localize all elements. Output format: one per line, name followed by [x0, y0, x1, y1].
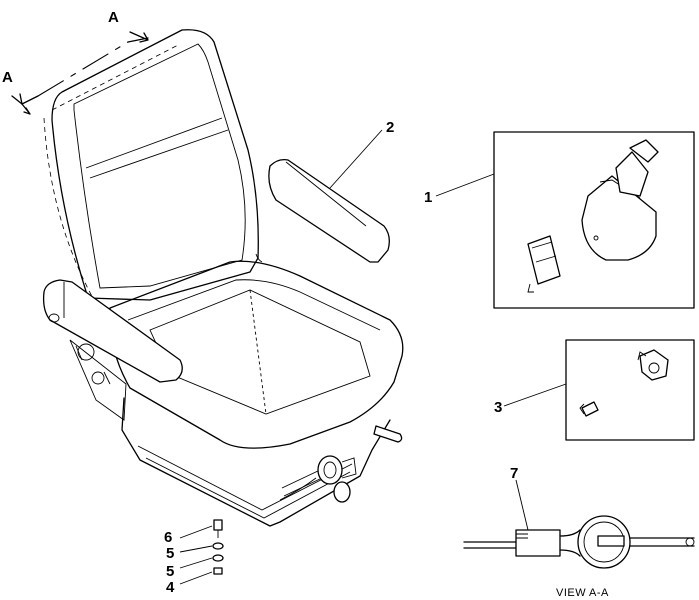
bolt-part-3b [579, 401, 599, 417]
seat-front-lever [373, 425, 403, 443]
seat-assembly [42, 29, 404, 527]
armrest-left [42, 279, 183, 383]
callout-5b: 5 [166, 563, 174, 580]
fastener-stack [212, 519, 224, 575]
washer-5a [212, 542, 224, 550]
seat-adjust-knob [317, 455, 357, 485]
seat-backrest [51, 29, 259, 301]
seat-lever-knob [333, 481, 351, 503]
section-label-left: A [2, 69, 13, 86]
callout-6: 6 [164, 529, 172, 546]
nut-4 [213, 567, 223, 575]
section-label-top: A [108, 9, 119, 26]
callout-5a: 5 [166, 545, 174, 562]
detail-box-3 [565, 339, 695, 441]
screw-6 [213, 519, 223, 531]
leader-3 [503, 383, 567, 407]
belt-retractor [581, 175, 657, 261]
leader-2 [329, 129, 383, 189]
bolt-part-3a [637, 349, 669, 381]
view-a-a-section [463, 515, 695, 569]
leader-7 [515, 479, 529, 531]
backrest-panel [73, 43, 246, 289]
section-arrow-left [11, 93, 23, 105]
detail-box-1 [493, 131, 695, 309]
armrest-right [268, 158, 390, 263]
callout-4: 4 [166, 579, 175, 596]
seat-cushion [109, 260, 404, 449]
callout-1: 1 [424, 189, 432, 206]
callout-2: 2 [386, 119, 394, 136]
section-arrow-top [129, 31, 149, 43]
washer-5b [212, 554, 224, 562]
callout-7: 7 [510, 465, 518, 482]
view-caption: VIEW A-A [556, 587, 609, 599]
section-line-a [11, 31, 149, 115]
leader-1 [435, 173, 495, 197]
callout-3: 3 [494, 399, 502, 416]
seat-base [121, 397, 391, 527]
